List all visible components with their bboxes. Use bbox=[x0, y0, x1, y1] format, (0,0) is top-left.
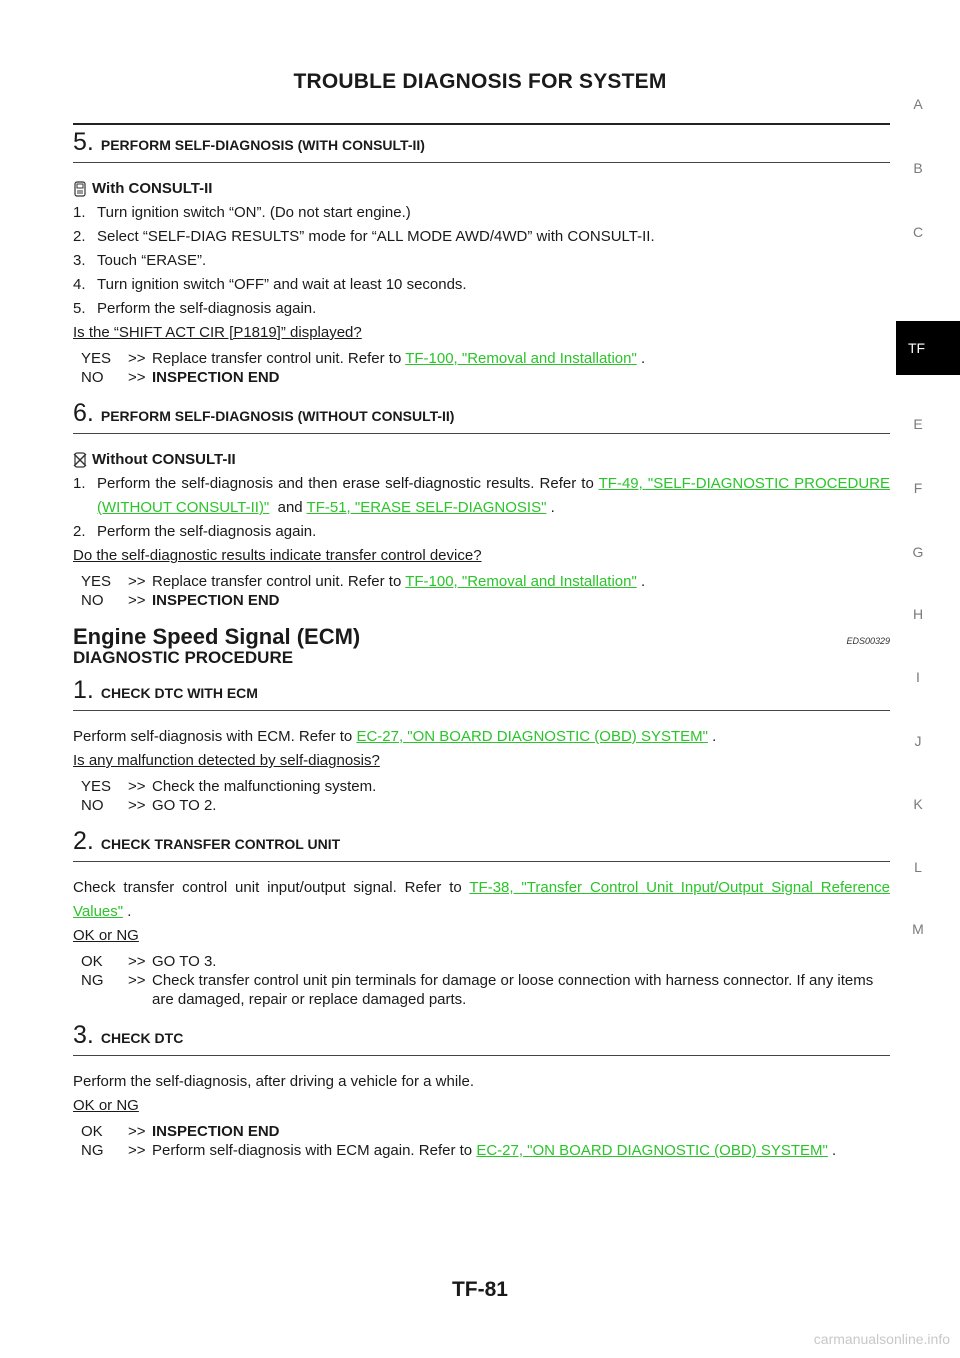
step-title: PERFORM SELF-DIAGNOSIS (WITHOUT CONSULT-… bbox=[100, 408, 455, 424]
reference-link[interactable]: TF-49, "SELF-DIAGNOSTIC PROCEDURE (WITHO… bbox=[97, 475, 890, 516]
list-item: 2.Select “SELF-DIAG RESULTS” mode for “A… bbox=[73, 228, 655, 245]
reference-link[interactable]: EC-27, "ON BOARD DIAGNOSTIC (OBD) SYSTEM… bbox=[356, 728, 708, 745]
page-title: TROUBLE DIAGNOSIS FOR SYSTEM bbox=[293, 70, 667, 93]
step-heading: 6. PERFORM SELF-DIAGNOSIS (WITHOUT CONSU… bbox=[73, 399, 890, 434]
step-heading: 5. PERFORM SELF-DIAGNOSIS (WITH CONSULT-… bbox=[73, 128, 890, 163]
page-content: 5. PERFORM SELF-DIAGNOSIS (WITH CONSULT-… bbox=[73, 120, 890, 1160]
no-consult-tool-icon bbox=[73, 452, 87, 468]
section-index: A B C TF E F G H I J K L M bbox=[896, 0, 960, 1358]
step-heading: 3. CHECK DTC bbox=[73, 1021, 890, 1056]
reference-link[interactable]: TF-100, "Removal and Installation" bbox=[405, 350, 637, 367]
watermark: carmanualsonline.info bbox=[813, 1331, 950, 1347]
mode-label: With CONSULT-II bbox=[73, 177, 890, 201]
step-text: Perform the self-diagnosis, after drivin… bbox=[73, 1073, 475, 1090]
diagnosis-question: Is any malfunction detected by self-diag… bbox=[73, 752, 380, 769]
answer-no: NO>> INSPECTION END bbox=[81, 369, 280, 386]
step-6: 6. PERFORM SELF-DIAGNOSIS (WITHOUT CONSU… bbox=[73, 399, 890, 610]
step-text: Perform self-diagnosis with ECM. Refer t… bbox=[73, 728, 717, 745]
page-number: TF-81 bbox=[451, 1278, 508, 1301]
index-letter-k[interactable]: K bbox=[913, 796, 923, 812]
index-letter-i[interactable]: I bbox=[916, 669, 920, 685]
index-letter-h[interactable]: H bbox=[912, 606, 924, 622]
answer-ng: NG>> Perform self-diagnosis with ECM aga… bbox=[81, 1142, 837, 1159]
ecm-step-1: 1. CHECK DTC WITH ECM Perform self-diagn… bbox=[73, 676, 890, 815]
step-number: 5. bbox=[73, 128, 94, 156]
index-letter-f[interactable]: F bbox=[913, 480, 923, 496]
ecm-section: Engine Speed Signal (ECM) EDS00329 DIAGN… bbox=[73, 624, 890, 668]
header-rule bbox=[73, 123, 890, 125]
ecm-step-3: 3. CHECK DTC Perform the self-diagnosis,… bbox=[73, 1021, 890, 1160]
index-letter-e[interactable]: E bbox=[913, 416, 923, 432]
answer-no: NO>> INSPECTION END bbox=[81, 592, 280, 609]
mode-label: Without CONSULT-II bbox=[73, 448, 890, 472]
step-heading: 1. CHECK DTC WITH ECM bbox=[73, 676, 890, 711]
ecm-step-2: 2. CHECK TRANSFER CONTROL UNIT Check tra… bbox=[73, 827, 890, 1009]
diagnosis-question: Is the “SHIFT ACT CIR [P1819]” displayed… bbox=[73, 324, 362, 341]
reference-link[interactable]: TF-51, "ERASE SELF-DIAGNOSIS" bbox=[306, 499, 547, 516]
list-item: 5.Perform the self-diagnosis again. bbox=[73, 300, 317, 317]
reference-link[interactable]: TF-38, "Transfer Control Unit Input/Outp… bbox=[73, 879, 890, 920]
index-letter-m[interactable]: M bbox=[912, 921, 924, 937]
step-5: 5. PERFORM SELF-DIAGNOSIS (WITH CONSULT-… bbox=[73, 128, 890, 387]
list-item: 1.Turn ignition switch “ON”. (Do not sta… bbox=[73, 204, 411, 221]
section-title: Engine Speed Signal (ECM) EDS00329 bbox=[73, 624, 890, 649]
answer-no: NO>> GO TO 2. bbox=[81, 797, 217, 814]
answer-yes: YES>> Replace transfer control unit. Ref… bbox=[81, 350, 646, 367]
step-heading: 2. CHECK TRANSFER CONTROL UNIT bbox=[73, 827, 890, 862]
reference-link[interactable]: TF-100, "Removal and Installation" bbox=[405, 573, 637, 590]
section-code: EDS00329 bbox=[846, 636, 890, 646]
list-item: 1. Perform the self-diagnosis and then e… bbox=[73, 475, 890, 516]
list-item: 4.Turn ignition switch “OFF” and wait at… bbox=[73, 276, 467, 293]
diagnosis-question: Do the self-diagnostic results indicate … bbox=[73, 547, 482, 564]
reference-link[interactable]: EC-27, "ON BOARD DIAGNOSTIC (OBD) SYSTEM… bbox=[476, 1142, 828, 1159]
step-title: PERFORM SELF-DIAGNOSIS (WITH CONSULT-II) bbox=[100, 137, 425, 153]
index-letter-c[interactable]: C bbox=[912, 224, 924, 240]
list-item: 3.Touch “ERASE”. bbox=[73, 252, 207, 269]
answer-yes: YES>> Check the malfunctioning system. bbox=[81, 778, 377, 795]
answer-ok: OK>> INSPECTION END bbox=[81, 1123, 280, 1140]
consult-tool-icon bbox=[74, 181, 86, 197]
list-item: 2.Perform the self-diagnosis again. bbox=[73, 523, 317, 540]
index-letter-j[interactable]: J bbox=[914, 733, 922, 749]
answer-ok: OK>> GO TO 3. bbox=[81, 953, 217, 970]
answer-yes: YES>> Replace transfer control unit. Ref… bbox=[81, 573, 646, 590]
index-letter-b[interactable]: B bbox=[913, 160, 923, 176]
section-subtitle: DIAGNOSTIC PROCEDURE bbox=[73, 648, 294, 667]
step-number: 6. bbox=[73, 399, 94, 427]
diagnosis-question: OK or NG bbox=[73, 927, 139, 944]
answer-ng: NG>> Check transfer control unit pin ter… bbox=[81, 972, 874, 1008]
index-letter-a[interactable]: A bbox=[913, 96, 923, 112]
step-text: Check transfer control unit input/output… bbox=[73, 879, 890, 920]
index-letter-l[interactable]: L bbox=[914, 859, 922, 875]
index-tab-active[interactable]: TF bbox=[896, 321, 960, 375]
index-letter-g[interactable]: G bbox=[912, 544, 924, 560]
diagnosis-question: OK or NG bbox=[73, 1097, 139, 1114]
